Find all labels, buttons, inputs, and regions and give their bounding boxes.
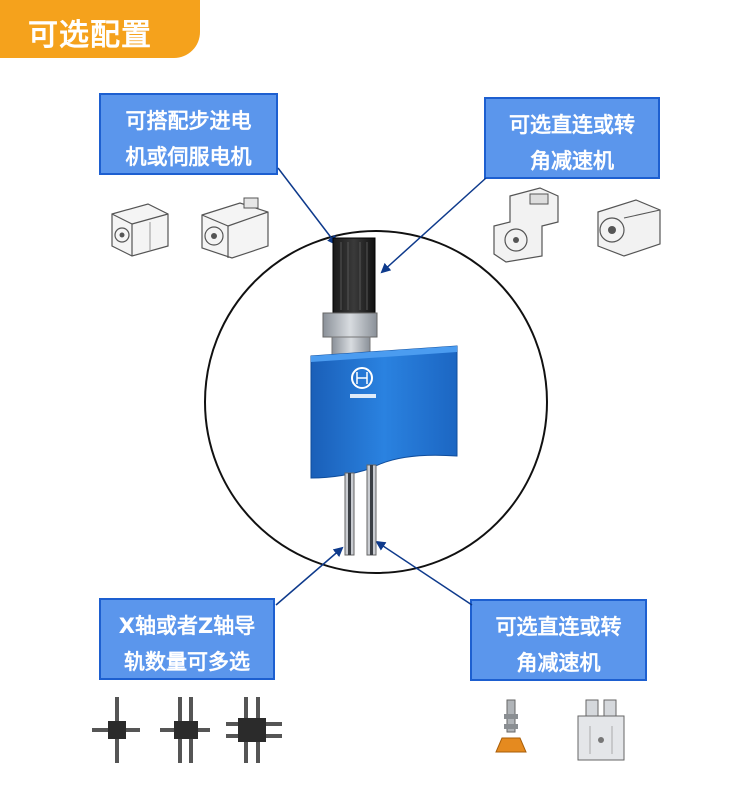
callout-line: 可选直连或转 [495,615,622,639]
callout-motor-option: 可搭配步进电 机或伺服电机 [99,93,278,175]
section-title: 可选配置 [28,18,152,53]
inline-reducer-image [597,199,661,257]
suction-cup-image [495,699,527,753]
rail-config-double-image [160,697,210,763]
callout-line: 机或伺服电机 [125,145,252,169]
right-angle-reducer-image [493,187,559,263]
callout-line: 角减速机 [516,651,601,675]
callout-reducer-option: 可选直连或转 角减速机 [484,97,660,179]
focus-circle [204,230,548,574]
callout-gripper-option: 可选直连或转 角减速机 [470,599,647,681]
callout-rail-option: X轴或者Z轴导 轨数量可多选 [99,598,275,680]
section-header-tab: 可选配置 [0,0,200,58]
rail-config-quad-image [226,697,282,763]
pneumatic-gripper-image [577,699,625,761]
callout-line: 可选直连或转 [509,113,635,137]
rail-config-single-image [92,697,140,763]
arrow-to-reducer [380,177,487,274]
arrow-to-gripper [375,540,473,606]
arrow-to-rail [275,546,344,606]
arrow-to-motor [277,167,338,246]
stepper-motor-image [111,203,169,257]
callout-line: X轴或者Z轴导 [118,614,256,638]
servo-motor-image [201,197,269,259]
lifting-module-image [310,237,458,556]
callout-line: 角减速机 [530,149,614,173]
callout-line: 轨数量可多选 [124,650,250,674]
callout-line: 可搭配步进电 [125,109,252,133]
